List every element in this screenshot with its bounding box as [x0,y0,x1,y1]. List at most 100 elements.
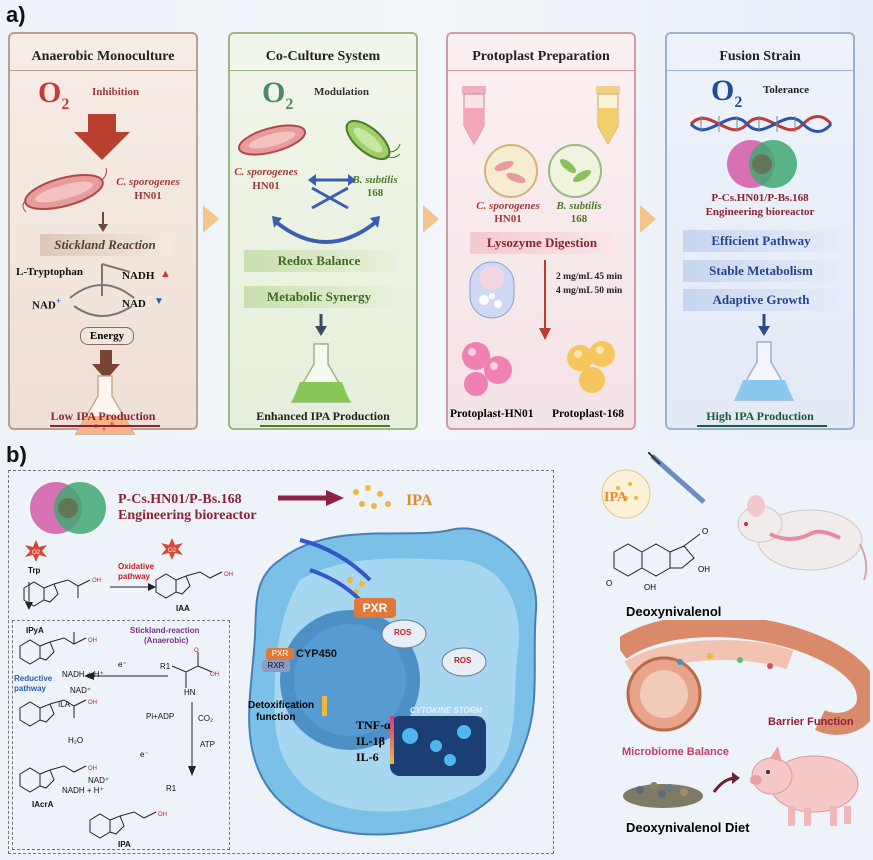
cyp450-label: CYP450 [296,648,337,660]
condition-1: 2 mg/mL 45 min [556,272,623,282]
feed-pellets-icon [623,782,703,808]
org2-label-line1: B. subtilis [352,174,398,186]
oxidative-label: Oxidative [118,562,155,571]
deoxynivalenol-label: Deoxynivalenol [626,604,722,619]
o2-symbol: O2 [262,76,294,113]
fused-bioreactor-icon [30,482,106,534]
c-sporogenes-petri-icon [484,144,538,198]
org2-label-line2: 168 [570,213,588,225]
lysozyme-digestion-bar: Lysozyme Digestion [470,232,614,254]
iacra-label: IAcrA [32,800,54,809]
ros-label-2: ROS [454,656,472,665]
electron-arrow-icon [84,672,168,680]
svg-text:O2: O2 [168,548,177,554]
card-protoplast-preparation: Protoplast Preparation C. sporogenes HN0… [446,32,636,430]
o2-burst-icon-right: O2 [161,538,183,560]
ipa-particles-icon [353,485,391,509]
down-arrow-icon [25,582,33,610]
iaa-structure-icon: OH [155,571,233,599]
ipya-structure-icon: OH O [19,632,97,665]
eminus-label-1: e⁻ [118,660,127,669]
org2-label-line1: B. subtilis [556,200,602,212]
down-arrow-icon [98,212,108,232]
amino-acid-structure-icon: OH O [171,648,219,688]
svg-text:OH: OH [158,812,167,818]
svg-text:OH: OH [92,578,101,584]
protoplast-hn01-label: Protoplast-HN01 [450,408,534,420]
redox-cycle-icon [69,263,135,317]
ila-label: ILA [58,700,71,709]
card-fusion-strain: Fusion Strain O2 Tolerance P-Cs.HN01/P-B… [665,32,855,430]
lysozyme-tube-icon [469,261,515,319]
c-sporogenes-bacterium-icon [22,167,107,213]
condition-2: 4 mg/mL 50 min [556,286,623,296]
card-anaerobic-monoculture: Anaerobic Monoculture O2 Inhibition C. s… [8,32,198,435]
organism-label-line2: HN01 [134,190,162,202]
low-ipa-label: Low IPA Production [50,409,156,423]
b-subtilis-petri-icon [548,144,602,198]
organism-label-line1: C. sporogenes [116,176,180,188]
ipa-product-label: IPA [118,840,131,849]
nad-right-label: NAD [122,298,146,310]
trp-structure-icon: OH [23,578,101,607]
protoplast-168-label: Protoplast-168 [552,408,624,420]
divider [667,70,853,71]
efficient-pathway-bar: Efficient Pathway [683,230,839,252]
nadh-h-label-2: NADH + H⁺ [62,786,104,795]
card-title: Fusion Strain [719,49,801,64]
anaerobic-label: (Anaerobic) [144,636,189,645]
iacra-structure-icon: OH [19,765,97,793]
divider [230,70,416,71]
pi-adp-label: Pi+ADP [146,712,175,721]
down-arrow-small-icon: ▼ [154,296,164,307]
decarboxylation-arrow-icon [188,702,196,776]
detox-up-icon [322,696,327,716]
tube-yellow-icon [596,86,620,146]
o2-tolerance-label: Tolerance [763,84,810,96]
underline [697,425,827,427]
panel-b-label: b) [6,442,27,467]
eminus-label-2: e⁻ [140,750,149,759]
flask-orange-icon [74,375,136,435]
down-arrow-icon [758,314,770,336]
il6-label: IL-6 [356,750,379,764]
o2-inhibition-label: Inhibition [92,86,140,98]
flask-green-icon [290,343,352,403]
cytokine-down-icon [390,716,394,764]
reductive-pathway-label: pathway [14,684,47,693]
chevron-right-icon [203,205,219,233]
trp-label: Trp [28,566,41,575]
deoxynivalenol-structure-icon: O O OH OH [606,527,710,592]
exchange-arrows-icon [272,174,380,244]
svg-text:O: O [606,579,612,588]
ipa-structure-icon: OH [89,811,167,839]
microbiome-balance-label: Microbiome Balance [622,746,729,758]
divider [10,70,196,71]
o2-symbol: O2 [38,76,70,113]
atp-label: ATP [200,740,215,749]
card-co-culture-system: Co-Culture System O2 Modulation C. sporo… [228,32,418,430]
org1-label-line1: C. sporogenes [476,200,540,212]
svg-text:OH: OH [88,766,97,772]
chevron-right-icon [423,205,439,233]
oxidative-arrow-icon [110,583,156,591]
substrate-label: L-Tryptophan [16,266,84,278]
h2o-label: H₂O [68,736,84,745]
underline [50,425,160,427]
strain-name: P-Cs.HN01/P-Bs.168 [711,192,809,204]
mouse-icon [737,495,868,581]
up-arrow-icon: ▲ [160,268,171,280]
energy-box: Energy [80,327,134,345]
hn-label: HN [184,688,196,697]
digestion-arrow-icon [539,260,551,340]
svg-text:OH: OH [644,583,656,592]
c-sporogenes-bacterium-icon [238,124,306,156]
co2-label: CO₂ [198,714,214,723]
card-title: Anaerobic Monoculture [31,49,175,64]
redox-balance-bar: Redox Balance [244,250,394,272]
protoplast-168-icon [567,341,615,393]
flask-blue-icon [733,341,795,401]
tnf-label: TNF-α [356,718,391,732]
svg-text:O: O [194,648,199,654]
card-title: Protoplast Preparation [472,49,610,64]
